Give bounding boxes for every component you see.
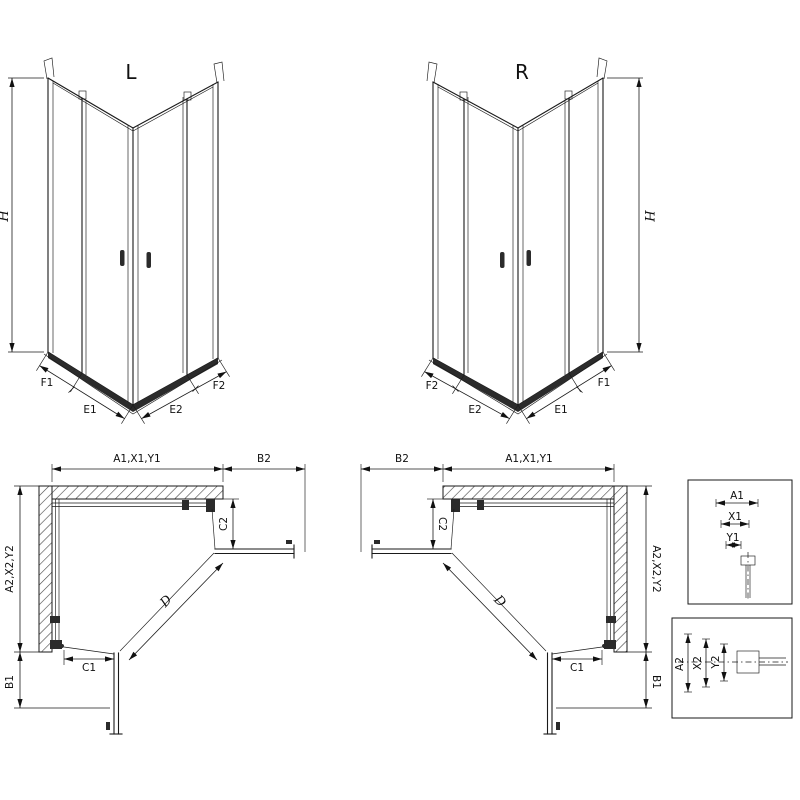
detail-label-y2: Y2 — [710, 655, 722, 669]
dim-label-c1: C1 — [570, 662, 584, 674]
door-open-bottom — [50, 640, 123, 735]
detail-label-y1: Y1 — [725, 532, 739, 544]
detail-label-a1: A1 — [730, 490, 744, 502]
corner-profile-detail — [736, 650, 786, 674]
glass-panels — [50, 499, 212, 645]
plan-view-right: A1,X1,Y1 B2 C2 A2,X2,Y2 B1 C1 D — [360, 453, 662, 735]
hinge — [50, 640, 62, 649]
dim-label-c2: C2 — [218, 517, 230, 531]
door-handle-icon — [374, 540, 380, 544]
dim-label-f2-right: F2 — [426, 380, 439, 392]
hinge-bracket — [78, 90, 87, 100]
door-handle-icon — [106, 722, 110, 730]
dim-label-c1: C1 — [82, 662, 96, 674]
wall-profile-flag — [426, 61, 438, 84]
dim-label-a2: A2,X2,Y2 — [650, 545, 662, 593]
wall-profile-flag — [213, 61, 225, 84]
dim-label-e1-right: E1 — [554, 404, 567, 416]
detail-label-x2: X2 — [692, 656, 704, 670]
dim-label-f1-right: F1 — [598, 377, 611, 389]
plan-view-left: A1,X1,Y1 B2 C2 A2,X2,Y2 B1 C1 D — [4, 453, 306, 735]
dim-label-f2-left: F2 — [213, 380, 226, 392]
door-handle-icon — [146, 252, 151, 268]
glass-clamp — [50, 616, 60, 623]
dim-label-e2-left: E2 — [169, 404, 182, 416]
door-handle-icon — [500, 252, 505, 268]
dimension-h-left: H — [0, 77, 44, 353]
dim-label-e2-right: E2 — [468, 404, 481, 416]
door-handle-icon — [286, 540, 292, 544]
dimension-bottom-right: F1 E1 E2 F2 — [421, 351, 615, 424]
dim-label-f1-left: F1 — [41, 377, 54, 389]
glass-panels — [454, 499, 616, 645]
glass-clamp — [606, 616, 616, 623]
pivot — [60, 644, 64, 648]
detail-box-top: A1 X1 Y1 — [687, 479, 793, 605]
dim-label-h-left: H — [0, 210, 12, 223]
wall-top — [442, 485, 615, 500]
iso-view-left: L — [0, 57, 230, 424]
glass-clamp — [477, 500, 484, 510]
glass-clamp — [182, 500, 189, 510]
hinge — [206, 499, 215, 512]
dim-label-b2: B2 — [395, 453, 409, 465]
wall-side — [613, 485, 628, 653]
dim-label-a2: A2,X2,Y2 — [4, 545, 16, 593]
door-handles-left — [120, 250, 151, 268]
door-handle-icon — [556, 722, 560, 730]
enclosure-frame-right — [426, 57, 608, 406]
pivot — [602, 644, 606, 648]
hinge-bracket — [564, 90, 573, 100]
view-title-left: L — [125, 60, 137, 84]
detail-label-x1: X1 — [728, 511, 742, 523]
hinge-bracket — [459, 91, 468, 101]
dim-label-h-right: H — [641, 209, 656, 222]
dim-label-a1: A1,X1,Y1 — [505, 453, 553, 465]
dim-label-b1: B1 — [4, 675, 16, 689]
dim-label-c2: C2 — [436, 517, 448, 531]
wall-profile-flag — [596, 57, 608, 80]
wall-profile-detail — [740, 552, 756, 600]
dimension-bottom-left: F1 E1 E2 F2 — [36, 351, 230, 424]
door-handles-right — [500, 250, 531, 268]
dim-label-b1: B1 — [650, 675, 662, 689]
door-handle-icon — [526, 250, 531, 266]
dimension-h-right: H — [607, 77, 656, 353]
view-title-right: R — [515, 60, 529, 84]
dim-label-b2: B2 — [257, 453, 271, 465]
dim-label-a1: A1,X1,Y1 — [113, 453, 161, 465]
dimensions-plan-left: A1,X1,Y1 B2 C2 A2,X2,Y2 B1 C1 D — [4, 453, 306, 709]
hinge — [604, 640, 616, 649]
detail-label-a2: A2 — [674, 657, 686, 671]
wall-side — [38, 485, 53, 653]
iso-view-right: R — [421, 57, 656, 424]
wall-profile-flag — [43, 57, 55, 80]
door-handle-icon — [120, 250, 125, 266]
dim-label-e1-left: E1 — [83, 404, 96, 416]
hinge-bracket — [183, 91, 192, 101]
pivot — [210, 505, 214, 509]
wall-top — [51, 485, 224, 500]
hinge — [451, 499, 460, 512]
detail-box-bottom: A2 X2 Y2 — [671, 617, 793, 719]
door-open-bottom — [543, 640, 616, 735]
pivot — [452, 505, 456, 509]
